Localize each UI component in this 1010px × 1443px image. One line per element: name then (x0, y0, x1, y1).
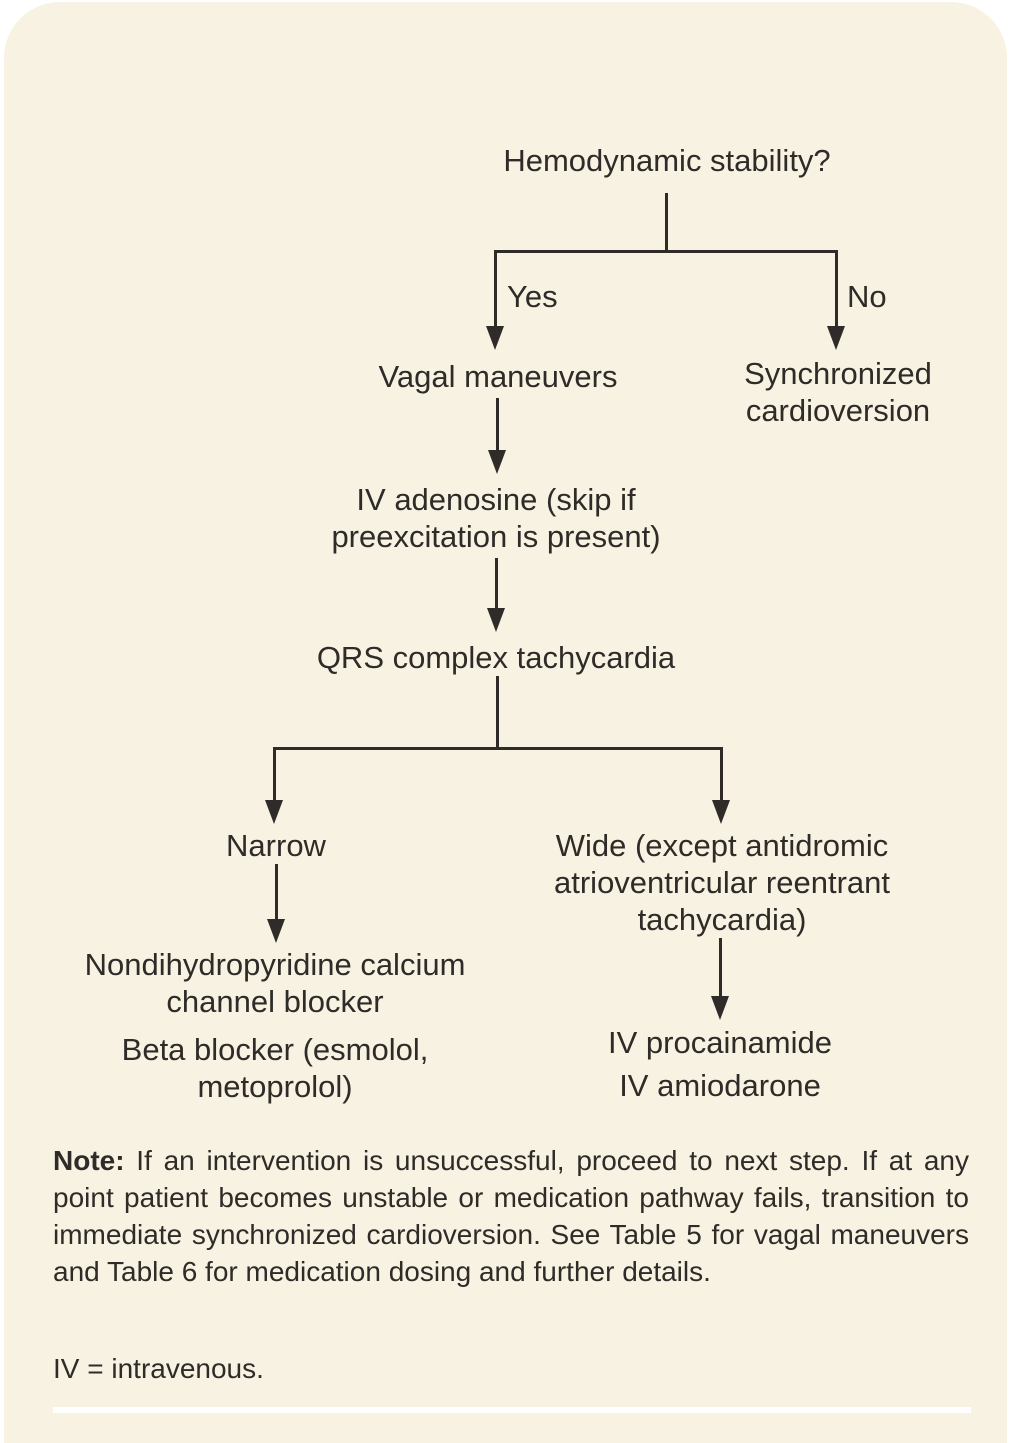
node-line: cardioversion (745, 393, 931, 428)
note-body: If an intervention is unsuccessful, proc… (53, 1145, 969, 1287)
edge-label-no: No (847, 279, 887, 314)
node-line: Beta blocker (esmolol, (121, 1032, 429, 1067)
arrowhead-down-icon (712, 800, 730, 824)
node-line: Synchronized (744, 356, 932, 391)
arrow-shaft (495, 398, 499, 451)
node-vagal-maneuvers: Vagal maneuvers (378, 359, 618, 394)
node-line: channel blocker (166, 984, 384, 1019)
arrow-yes-branch (486, 250, 504, 350)
arrow-shaft (493, 250, 497, 327)
node-iv-adenosine: IV adenosine (skip if preexcitation is p… (331, 481, 660, 555)
arrowhead-down-icon (487, 608, 505, 632)
arrowhead-down-icon (488, 450, 506, 474)
node-hemodynamic-stability: Hemodynamic stability? (503, 143, 831, 178)
node-wide: Wide (except antidromic atrioventricular… (554, 827, 890, 938)
arrowhead-down-icon (711, 996, 729, 1020)
connector-qrs-stem (496, 676, 499, 747)
arrow-shaft (274, 864, 278, 920)
note-label: Note: (53, 1145, 125, 1176)
node-beta-blocker: Beta blocker (esmolol, metoprolol) (122, 1031, 429, 1105)
node-iv-procainamide: IV procainamide (607, 1025, 833, 1060)
note-paragraph: Note: If an intervention is unsuccessful… (53, 1142, 969, 1290)
node-synchronized-cardioversion: Synchronized cardioversion (744, 355, 932, 429)
connector-root-stem (665, 193, 668, 250)
arrow-shaft (494, 558, 498, 609)
arrowhead-down-icon (827, 326, 845, 350)
arrow-narrow-to-treatment (267, 864, 285, 943)
node-qrs-complex-tachycardia: QRS complex tachycardia (316, 640, 676, 675)
arrow-shaft (719, 747, 723, 801)
arrow-shaft (272, 747, 276, 801)
arrow-shaft (718, 938, 722, 997)
bottom-divider-line (53, 1407, 971, 1413)
arrowhead-down-icon (267, 919, 285, 943)
node-narrow: Narrow (226, 828, 326, 863)
arrow-vagal-to-adenosine (488, 398, 506, 474)
node-line: Nondihydropyridine calcium (84, 947, 466, 982)
arrow-wide-branch (712, 747, 730, 824)
connector-branch2-bar (273, 747, 723, 750)
algorithm-panel: Hemodynamic stability? Yes No Vagal mane… (4, 2, 1007, 1443)
arrow-wide-to-treatment (711, 938, 729, 1020)
arrow-no-branch (827, 250, 845, 350)
node-line: tachycardia) (637, 902, 807, 937)
node-line: atrioventricular reentrant (554, 865, 890, 900)
node-calcium-channel-blocker: Nondihydropyridine calcium channel block… (85, 946, 466, 1020)
node-line: IV adenosine (skip if (356, 482, 636, 517)
footnote-abbreviation: IV = intravenous. (53, 1353, 264, 1384)
arrowhead-down-icon (265, 800, 283, 824)
arrowhead-down-icon (486, 326, 504, 350)
node-line: metoprolol) (197, 1069, 353, 1104)
node-line: Wide (except antidromic (555, 828, 889, 863)
node-iv-amiodarone: IV amiodarone (619, 1068, 821, 1103)
node-line: preexcitation is present) (331, 519, 661, 554)
connector-branch1-bar (494, 250, 838, 253)
arrow-shaft (834, 250, 838, 327)
arrow-adenosine-to-qrs (487, 558, 505, 632)
edge-label-yes: Yes (507, 279, 558, 314)
arrow-narrow-branch (265, 747, 283, 824)
